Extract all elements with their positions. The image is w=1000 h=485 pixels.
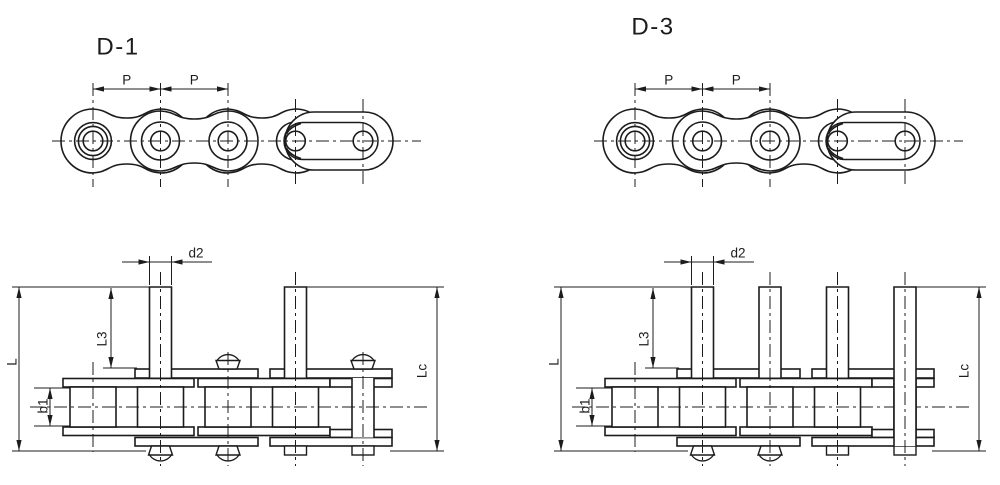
overall-length-dim-label: L [5, 358, 20, 366]
overall-length-dim-label: L [547, 358, 562, 366]
pitch-dim-label: P [122, 73, 131, 88]
connecting-length-dim-label: Lc [415, 364, 430, 379]
pin-extension-dim-label: L3 [95, 331, 110, 346]
panel-d1: D-1 P P d2 L3 L b1 Lc [5, 34, 445, 467]
figure-title: D-3 [631, 14, 674, 41]
pin-extension-dim-label: L3 [637, 331, 652, 346]
pitch-dim-label: P [664, 73, 673, 88]
inner-width-dim-label: b1 [578, 398, 593, 413]
connecting-length-dim-label: Lc [957, 364, 972, 379]
panel-d3: D-3 P P d2 L3 L b1 Lc [547, 14, 987, 467]
figure-title: D-1 [96, 34, 139, 61]
inner-width-dim-label: b1 [36, 398, 51, 413]
pitch-dim-label: P [732, 73, 741, 88]
pin-diameter-dim-label: d2 [188, 246, 203, 261]
pin-diameter-dim-label: d2 [730, 246, 745, 261]
pitch-dim-label: P [190, 73, 199, 88]
